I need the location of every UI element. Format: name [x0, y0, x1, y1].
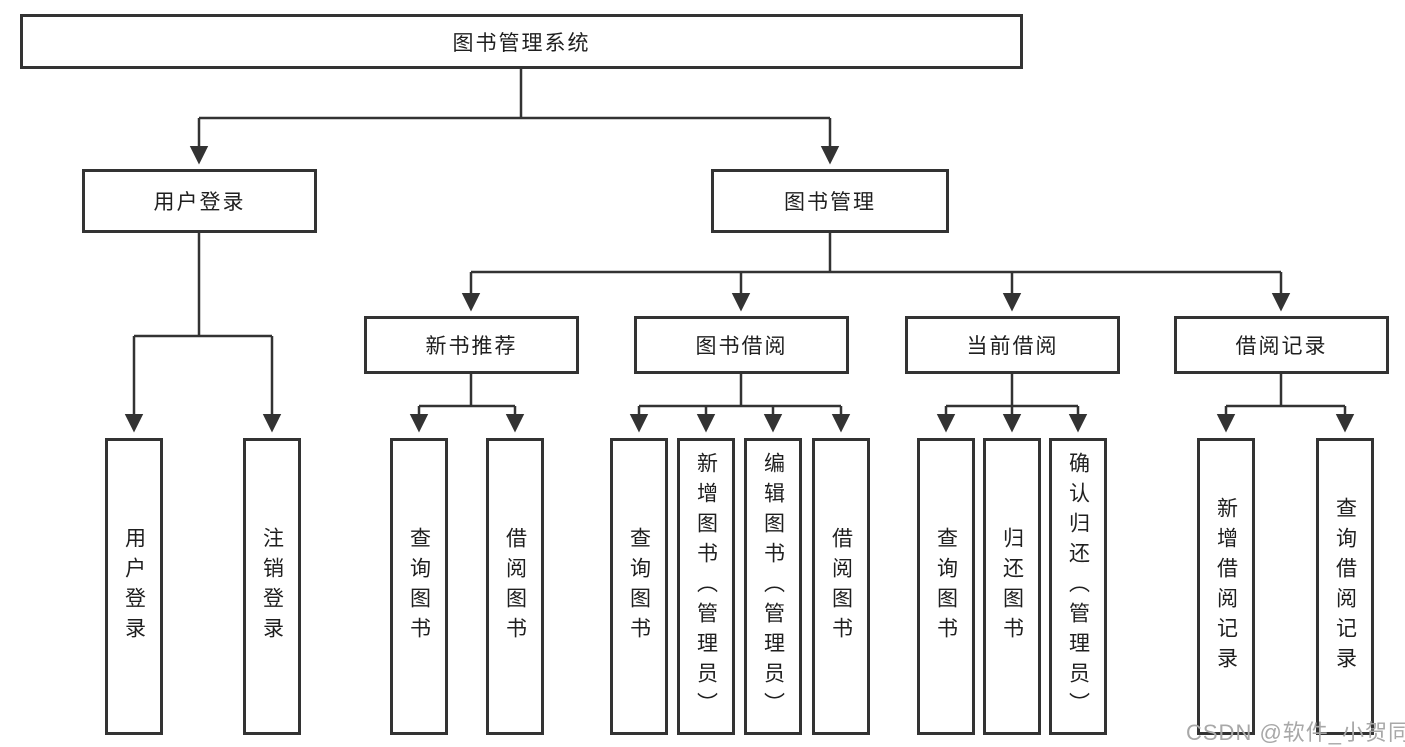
leaf-add-books-admin: 新增图书（管理员）	[677, 438, 735, 735]
node-label: 图书管理	[784, 191, 876, 214]
leaf-query-borrow-record: 查询借阅记录	[1316, 438, 1374, 735]
node-label: 用户登录	[153, 191, 246, 214]
leaf-add-borrow-record: 新增借阅记录	[1197, 438, 1255, 735]
node-label: 用户登录	[122, 526, 146, 647]
node-label: 借阅记录	[1235, 335, 1328, 358]
leaf-edit-books-admin: 编辑图书（管理员）	[744, 438, 802, 735]
leaf-confirm-return-admin: 确认归还（管理员）	[1049, 438, 1107, 735]
node-label: 当前借阅	[966, 335, 1059, 358]
node-borrowing-records: 借阅记录	[1174, 316, 1389, 374]
node-label: 图书借阅	[695, 335, 788, 358]
csdn-watermark: CSDN @软件_小贺同学	[1186, 720, 1405, 745]
leaf-query-books: 查询图书	[390, 438, 448, 735]
node-book-management: 图书管理	[711, 169, 949, 233]
leaf-query-books: 查询图书	[917, 438, 975, 735]
node-label: 新增借阅记录	[1214, 496, 1238, 677]
node-label: 注销登录	[260, 526, 284, 647]
node-label: 查询图书	[627, 526, 651, 647]
leaf-user-login: 用户登录	[105, 438, 163, 735]
connector-lines	[124, 69, 1355, 433]
node-user-login: 用户登录	[82, 169, 317, 233]
node-label: 新书推荐	[425, 335, 518, 358]
node-label: 新增图书（管理员）	[694, 451, 718, 722]
node-label: 查询图书	[407, 526, 431, 647]
leaf-borrow-books: 借阅图书	[812, 438, 870, 735]
node-label: 归还图书	[1000, 526, 1024, 647]
leaf-borrow-books: 借阅图书	[486, 438, 544, 735]
node-label: 查询图书	[934, 526, 958, 647]
node-book-borrowing: 图书借阅	[634, 316, 849, 374]
node-label: 编辑图书（管理员）	[761, 451, 785, 722]
node-label: 借阅图书	[829, 526, 853, 647]
node-new-book-recommendation: 新书推荐	[364, 316, 579, 374]
leaf-logout: 注销登录	[243, 438, 301, 735]
node-label: 图书管理系统	[452, 31, 591, 55]
node-label: 确认归还（管理员）	[1066, 451, 1090, 722]
node-library-management-system: 图书管理系统	[20, 14, 1023, 69]
leaf-query-books: 查询图书	[610, 438, 668, 735]
node-label: 查询借阅记录	[1333, 496, 1357, 677]
leaf-return-books: 归还图书	[983, 438, 1041, 735]
node-label: 借阅图书	[503, 526, 527, 647]
node-current-borrowing: 当前借阅	[905, 316, 1120, 374]
